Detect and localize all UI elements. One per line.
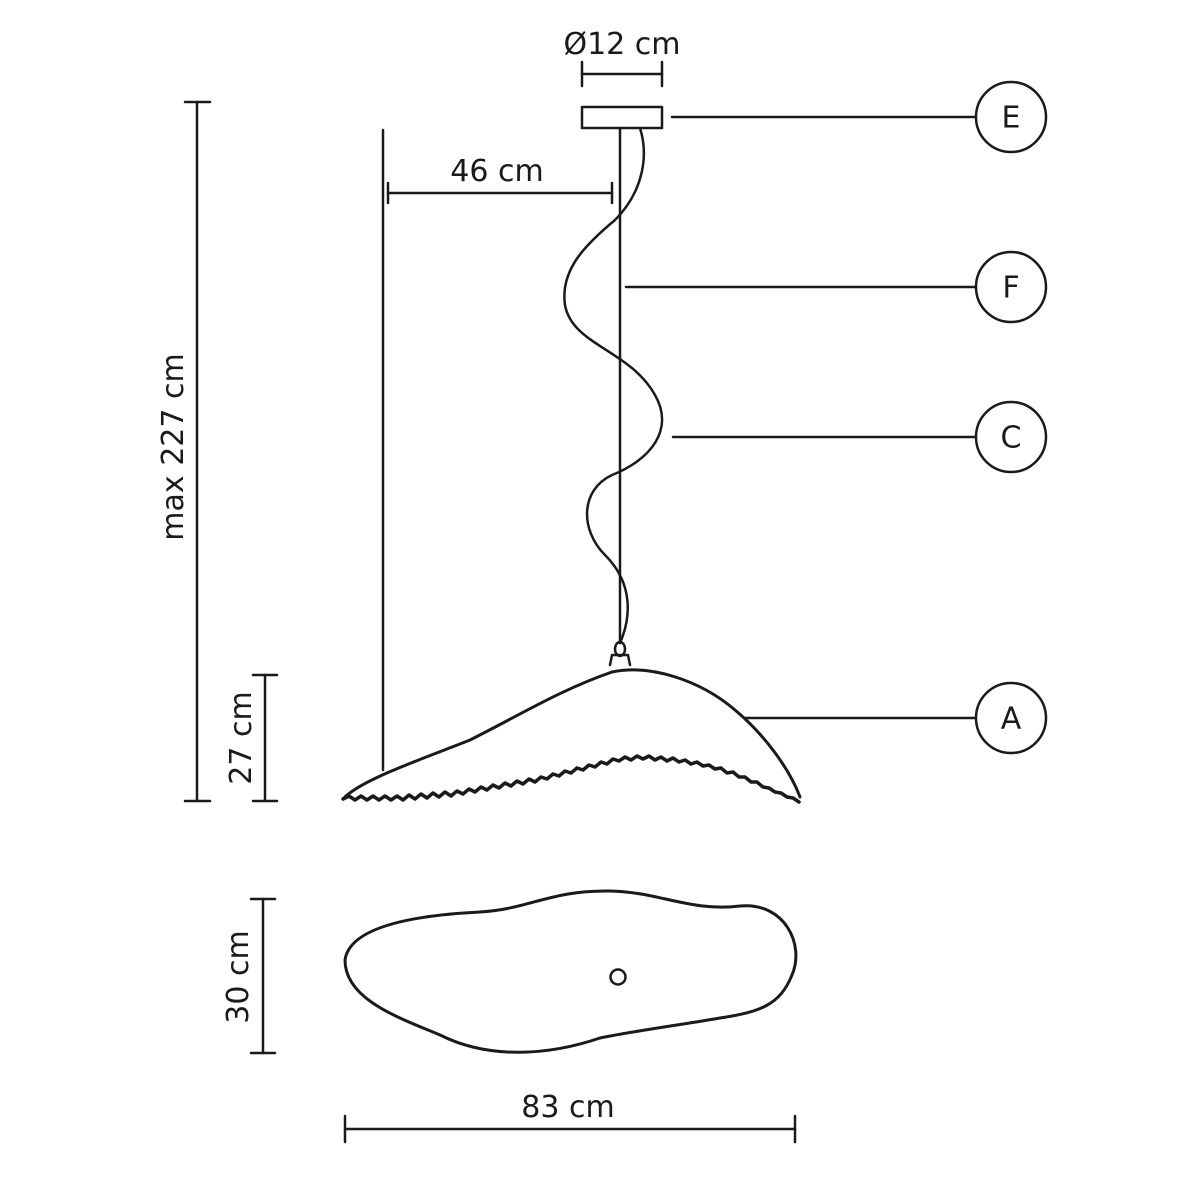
offset-dimension: 46 cm: [386, 154, 614, 205]
max-height-label: max 227 cm: [156, 353, 191, 540]
hook-connector: [608, 640, 632, 667]
shade-width-label: 83 cm: [521, 1090, 614, 1125]
callout-letter-a: A: [1001, 702, 1022, 737]
callout-power-cord: C: [671, 400, 1048, 474]
max-height-dimension: max 227 cm: [156, 100, 212, 803]
callout-letter-f: F: [1002, 271, 1019, 306]
power-cord: [563, 126, 664, 645]
callout-suspension-cable: F: [624, 250, 1048, 324]
shade-width-dimension: 83 cm: [343, 1090, 797, 1144]
shade-height-dimension: 27 cm: [224, 673, 279, 803]
callout-letter-c: C: [1001, 421, 1022, 456]
lamp-shade-side-view: [341, 668, 802, 804]
canopy-diameter-dimension: Ø12 cm: [563, 27, 681, 88]
callout-lamp-shade: A: [743, 681, 1048, 755]
shade-depth-label: 30 cm: [221, 930, 256, 1023]
canopy-diameter-label: Ø12 cm: [563, 27, 680, 62]
offset-label: 46 cm: [450, 154, 543, 189]
ceiling-canopy: [580, 105, 664, 130]
shade-height-label: 27 cm: [224, 691, 259, 784]
callout-canopy: E: [670, 80, 1048, 154]
cord-hole: [609, 968, 627, 986]
lamp-shade-top-view: [343, 889, 798, 1054]
shade-depth-dimension: 30 cm: [221, 897, 277, 1055]
callout-letter-e: E: [1002, 101, 1021, 136]
